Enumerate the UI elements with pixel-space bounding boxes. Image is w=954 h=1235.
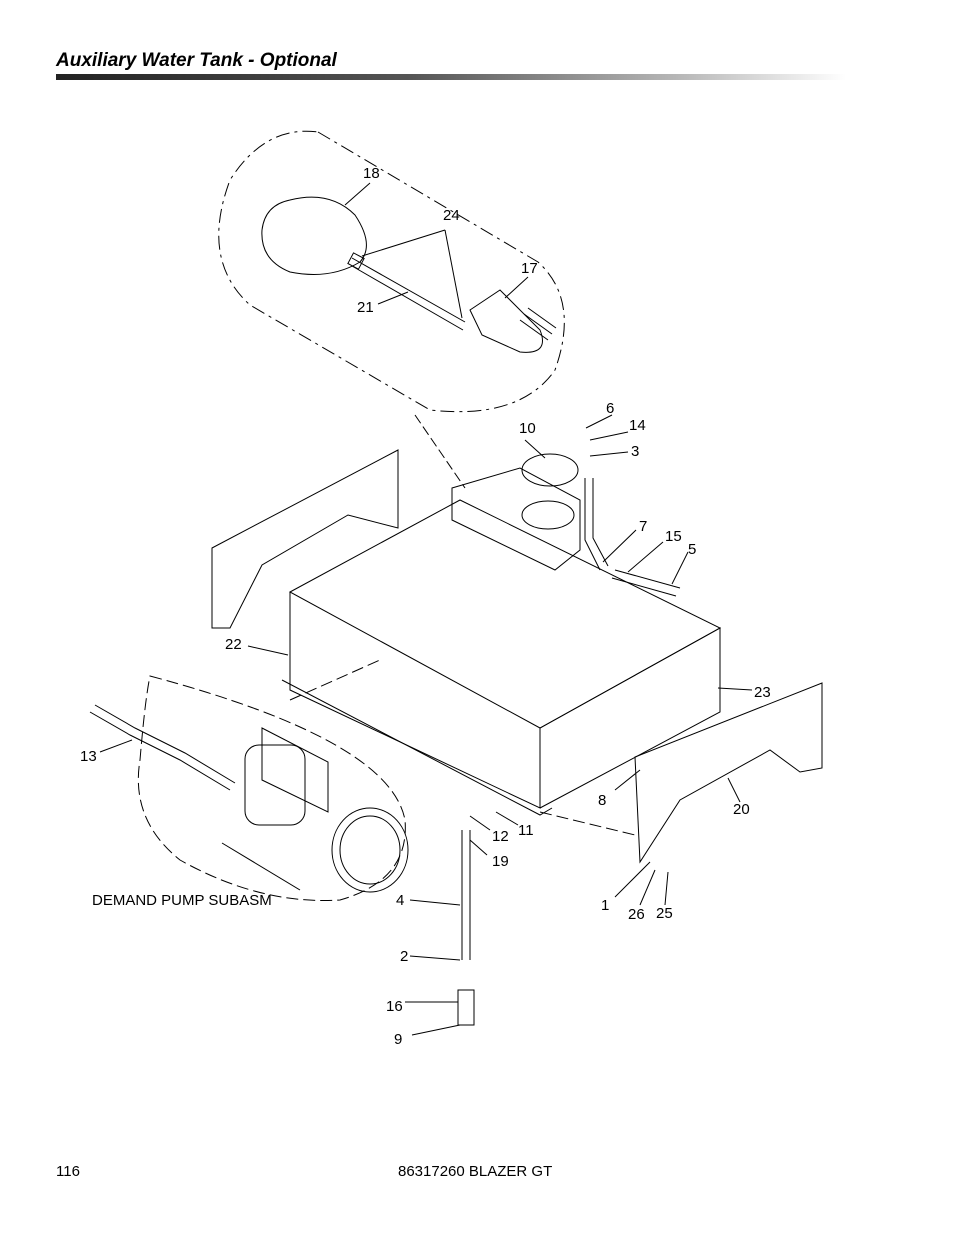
hidden-line [289, 659, 381, 701]
rod-nut [347, 252, 365, 270]
right-bracket [634, 682, 823, 864]
callout-26: 26 [628, 906, 645, 923]
coiled-hose-inner [339, 815, 401, 885]
vent-hose [584, 478, 609, 571]
callout-16: 16 [386, 998, 403, 1015]
float-ball [261, 196, 367, 275]
callout-25: 25 [656, 905, 673, 922]
title-underline [56, 74, 846, 80]
callout-17: 17 [521, 260, 538, 277]
tank-flange [281, 679, 553, 816]
callout-4: 4 [396, 892, 405, 909]
left-bracket [211, 449, 399, 629]
callout-8: 8 [598, 792, 607, 809]
callout-12: 12 [492, 828, 509, 845]
callout-15: 15 [665, 528, 682, 545]
pump-motor [244, 744, 306, 826]
inlet-hose [89, 704, 236, 791]
callout-9: 9 [394, 1031, 403, 1048]
callout-23: 23 [754, 684, 771, 701]
callout-19: 19 [492, 853, 509, 870]
pump-balloon [137, 675, 406, 901]
callout-24: 24 [443, 207, 460, 224]
fill-neck-box [451, 467, 581, 571]
drain-pipe [461, 830, 471, 960]
callout-10: 10 [519, 420, 536, 437]
callout-6: 6 [606, 400, 615, 417]
drain-valve [457, 989, 475, 1026]
coiled-hose [331, 807, 409, 893]
overflow-tube [611, 569, 681, 597]
tank-front-left [289, 592, 541, 809]
callout-14: 14 [629, 417, 646, 434]
page-title: Auxiliary Water Tank - Optional [56, 50, 337, 71]
callout-7: 7 [639, 518, 648, 535]
float-rod [351, 257, 466, 331]
tank-top [288, 499, 722, 729]
callout-demand-pump-subasm: DEMAND PUMP SUBASM [92, 892, 272, 909]
document-id: 86317260 BLAZER GT [398, 1163, 553, 1180]
fill-neck-ring [521, 500, 575, 530]
callout-3: 3 [631, 443, 640, 460]
valve-thread [519, 307, 557, 341]
callout-5: 5 [688, 541, 697, 558]
page-number: 116 [56, 1163, 80, 1180]
callout-18: 18 [363, 165, 380, 182]
callout-1: 1 [601, 897, 610, 914]
callout-22: 22 [225, 636, 242, 653]
float-valve [469, 289, 543, 353]
callout-20: 20 [733, 801, 750, 818]
hidden-line [539, 811, 636, 836]
fill-cap [521, 453, 579, 487]
callout-11: 11 [518, 822, 534, 839]
callout-21: 21 [357, 299, 374, 316]
pump-bracket [261, 727, 329, 813]
detail-balloon [218, 130, 565, 413]
callout-2: 2 [400, 948, 409, 965]
tank-front-right [539, 627, 721, 809]
callout-13: 13 [80, 748, 97, 765]
balloon-leader [414, 414, 466, 489]
